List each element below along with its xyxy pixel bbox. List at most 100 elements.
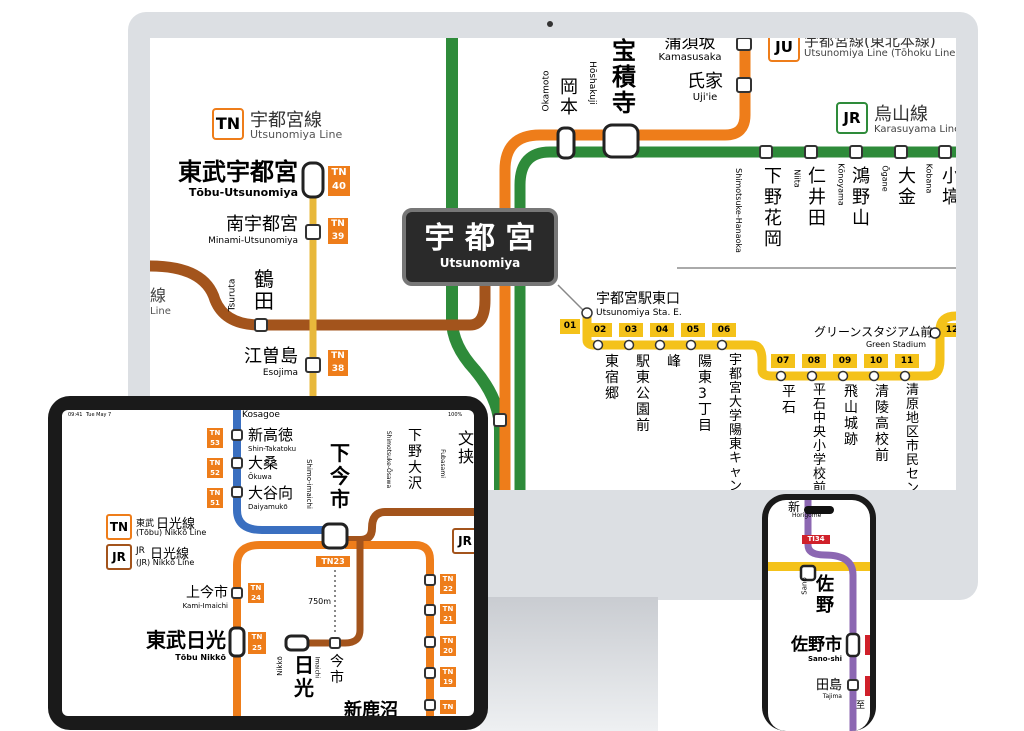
station-en: Ōgane (880, 165, 890, 192)
partial-jp: 線 (150, 286, 167, 305)
station-kosagoe-partial: Kosagoe (242, 410, 280, 420)
station-minami-utsunomiya[interactable]: 南宇都宮 Minami-Utsunomiya (180, 214, 298, 246)
station-imaichi[interactable]: 今市 (330, 654, 344, 686)
legend-jp: 日光線 (150, 547, 190, 562)
station-en: Tsuruta (227, 278, 238, 312)
station-en: Daiyamukō (248, 503, 288, 511)
lrt-num-05: 05 (681, 323, 705, 337)
lrt-num-08: 08 (802, 354, 826, 368)
lrt-num-09: 09 (833, 354, 857, 368)
line-badge-tn: TN (212, 108, 244, 140)
status-time: 09:41 (68, 412, 83, 418)
station-number-badge: TN 25 (248, 632, 266, 654)
station-jp: 岡本 (560, 77, 578, 118)
station-en: Shin-Takatoku (248, 445, 297, 453)
station-jp: 鶴田 (254, 267, 274, 313)
phone-notch (804, 506, 834, 514)
station-jp: 鴻野山 (852, 166, 870, 229)
station-fubasami[interactable]: 文挟 (458, 429, 474, 466)
station-partial-top-en: Horigome (792, 512, 822, 519)
station-sano[interactable]: 佐野 (816, 574, 834, 616)
station-kami-imaichi[interactable]: 上今市 Kami-Imaichi (170, 582, 228, 610)
station-nikko[interactable]: 日光 (294, 653, 314, 700)
station-en: Kamasusaka (658, 52, 722, 63)
station-imaichi-en: Imaichi (313, 656, 321, 679)
station-jp: 蒲須坂 (664, 38, 716, 53)
station-jp: 佐野市 (791, 635, 842, 655)
station-number-badge: TN 51 (207, 488, 223, 508)
station-esojima[interactable]: 江曽島 Esojima (190, 346, 298, 378)
distance-label: 750m (308, 597, 332, 606)
line-name-en: Utsunomiya Line (250, 128, 343, 141)
station-sano-shi[interactable]: 佐野市 Sano-shi (772, 630, 842, 663)
lrt-station-head[interactable]: 宇都宮駅東口 Utsunomiya Sta. E. (596, 288, 682, 318)
station-hoshakuji[interactable]: 宝積寺 (612, 38, 640, 116)
station-jp: 大桑 (248, 454, 279, 472)
lrt-num-07: 07 (771, 354, 795, 368)
lrt-num-06: 06 (712, 323, 736, 337)
station-number-badge: TN 19 (440, 667, 456, 687)
lrt-station-10[interactable]: 清陵高校前 (875, 384, 889, 464)
lrt-num-02: 02 (588, 323, 612, 337)
lrt-station-07[interactable]: 平石 (782, 384, 796, 416)
lrt-station-08[interactable]: 平石中央小学校前 (813, 383, 827, 491)
lrt-station-05[interactable]: 陽東3丁目 (698, 354, 712, 434)
lrt-station-06[interactable]: 宇都宮大学陽東キャンパス (729, 353, 743, 491)
station-en: Tōbu Nikkō (175, 653, 226, 662)
lrt-station-03[interactable]: 駅東公園前 (636, 354, 650, 434)
hub-jp: 宇 都 宮 (424, 221, 536, 256)
station-shin-kanuma[interactable]: 新鹿沼 (344, 700, 398, 716)
status-date: Tue May 7 (86, 412, 112, 418)
tablet-route-map[interactable]: 09:41 Tue May 7 100% TN 東武 日光線 (Tōbu) Ni… (62, 410, 474, 716)
station-shimotsuke-hanaoka[interactable]: 下野花岡 (764, 166, 784, 250)
line-name-en: Utsunomiya Line (Tōhoku Line) (804, 48, 956, 59)
hub-station-label[interactable]: 宇 都 宮 Utsunomiya (402, 208, 558, 286)
station-jp: 新高徳 (248, 426, 294, 444)
station-ujiie[interactable]: 氏家 Uji'ie (680, 72, 730, 104)
station-shin-takatoku[interactable]: 新高徳 Shin-Takatoku (248, 424, 296, 453)
lrt-station-02[interactable]: 東宿郷 (605, 354, 619, 402)
station-kobana[interactable]: 小塙 (942, 166, 956, 208)
station-niita[interactable]: 仁井田 (808, 166, 828, 229)
station-konoyama[interactable]: 鴻野山 (852, 166, 872, 229)
legend-jp: 日光線 (156, 517, 196, 532)
lrt-station-11[interactable]: 清原地区市民センタ (906, 383, 920, 491)
station-daiyamuko[interactable]: 大谷向 Daiyamukō (248, 482, 293, 511)
lrt-num-03: 03 (619, 323, 643, 337)
station-jp: 田島 (815, 678, 842, 693)
purple-line (804, 500, 857, 731)
lrt-station-green-stadium[interactable]: グリーンスタジアム前 Green Stadium (814, 323, 932, 349)
legend-prefix: JR (136, 546, 145, 556)
station-shimo-imaichi[interactable]: 下今市 (330, 441, 350, 511)
phone-route-map[interactable]: 新 Horigome TI34 佐野 Sano 佐野市 Sano-shi 田島 … (768, 500, 870, 731)
station-hoshakuji-en: Hōshakuji (586, 61, 597, 105)
station-en: Esojima (262, 368, 298, 378)
station-jp: 仁井田 (808, 166, 826, 229)
station-okuwa[interactable]: 大桑 Ōkuwa (248, 452, 278, 481)
station-jp: 大谷向 (248, 484, 294, 502)
station-number-badge: TN23 (316, 556, 350, 567)
station-en: Minami-Utsunomiya (208, 236, 298, 246)
station-number-badge: TN 22 (440, 574, 456, 594)
green-line-karasuyama (514, 146, 956, 490)
station-shimo-imaichi-en: Shimo-imaichi (304, 459, 313, 509)
lrt-station-04[interactable]: 峰 (667, 354, 681, 370)
station-kamasusaka[interactable]: 蒲須坂 Kamasusaka (650, 38, 730, 63)
station-shimotsuke-osawa[interactable]: 下野大沢 (408, 428, 422, 492)
station-en: Shimotsuke-Hanaoka (733, 168, 743, 253)
station-tobu-utsunomiya[interactable]: 東武宇都宮 Tōbu-Utsunomiya (170, 158, 298, 199)
station-number-badge: TN 38 (328, 350, 348, 376)
station-okamoto-en: Okamoto (541, 70, 552, 112)
lrt-station-09[interactable]: 飛山城跡 (844, 384, 858, 448)
station-jp: 東武日光 (146, 628, 226, 652)
direction-partial: 至 (856, 701, 866, 711)
station-number-badge: TN 20 (440, 636, 456, 656)
station-tobu-nikko[interactable]: 東武日光 Tōbu Nikkō (126, 624, 226, 662)
station-tajima[interactable]: 田島 Tajima (808, 674, 842, 700)
station-jp: 宝積寺 (612, 38, 636, 117)
station-ogane[interactable]: 大金 (898, 166, 918, 208)
legend-en: (JR) Nikkō Line (136, 558, 195, 567)
left-partial-line-label: 線 Line (150, 282, 171, 317)
station-jp: 小塙 (942, 166, 956, 208)
jr-badge-partial: JR (452, 528, 474, 554)
